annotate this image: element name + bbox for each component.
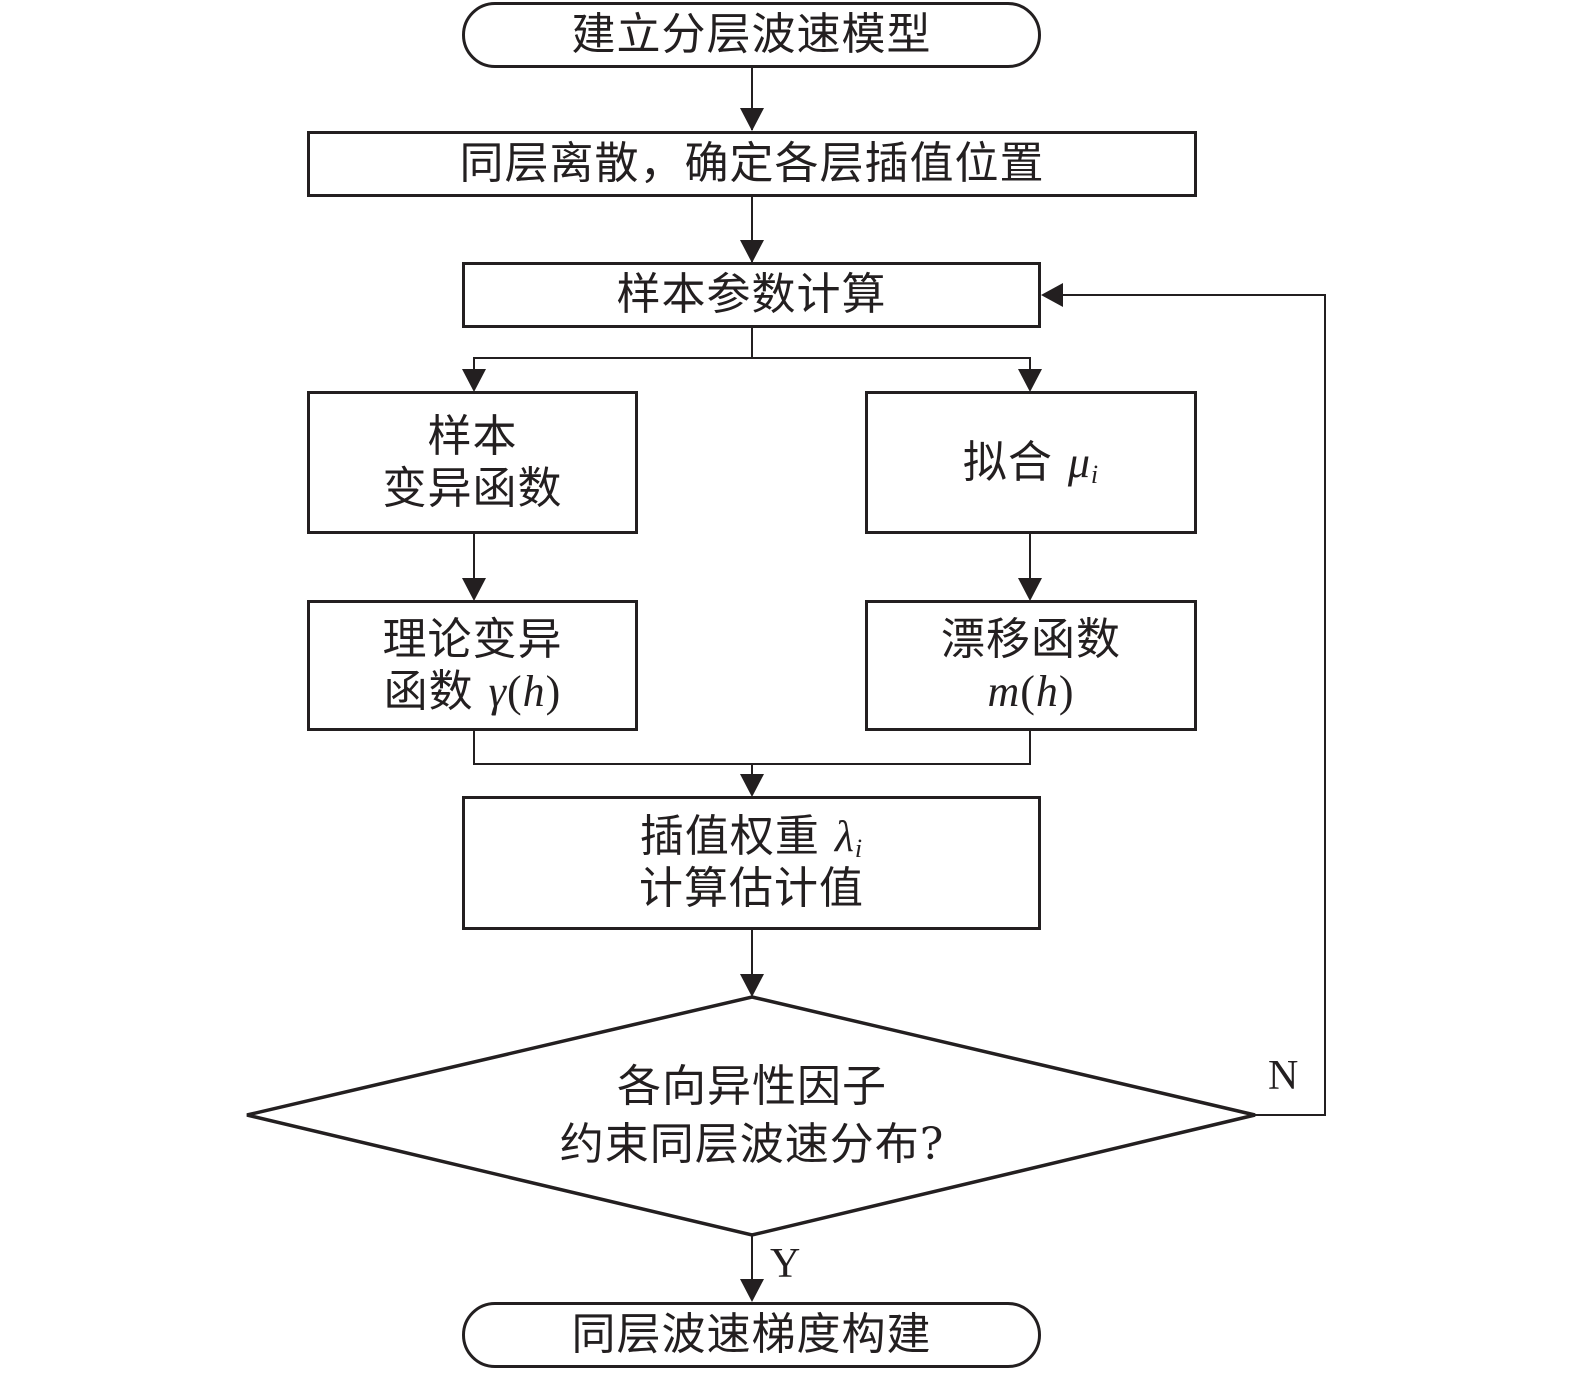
arrowhead: [462, 369, 486, 392]
lambda-subscript: i: [854, 834, 864, 863]
arrowhead: [1018, 369, 1042, 392]
fit-mu-box: 拟合 μi: [865, 391, 1197, 534]
theory-variogram-line2: 函数 γ(h): [384, 666, 562, 718]
merge-connector: [473, 730, 1031, 765]
discretize-box: 同层离散，确定各层插值位置: [307, 131, 1197, 197]
paren-open: (: [1020, 666, 1036, 716]
end-label: 同层波速梯度构建: [571, 1309, 932, 1360]
split-connector-right: [752, 357, 1031, 372]
theory-variogram-box: 理论变异 函数 γ(h): [307, 600, 638, 731]
paren-open: (: [507, 666, 523, 716]
paren-close: ): [545, 666, 562, 716]
start-terminal: 建立分层波速模型: [462, 2, 1041, 68]
arrowhead: [740, 974, 764, 997]
theory-variogram-text: 函数: [383, 665, 489, 717]
end-terminal: 同层波速梯度构建: [462, 1302, 1041, 1368]
yes-branch-label: Y: [770, 1241, 801, 1287]
split-connector: [473, 327, 753, 372]
gamma-function: γ(h): [489, 667, 562, 716]
mu-symbol: μi: [1067, 437, 1100, 489]
weights-line2: 计算估计值: [639, 863, 864, 914]
drift-line1: 漂移函数: [941, 613, 1121, 665]
m-glyph: m: [987, 666, 1021, 716]
discretize-label: 同层离散，确定各层插值位置: [459, 138, 1045, 189]
decision-line2: 约束同层波速分布?: [559, 1119, 945, 1170]
no-branch-label: N: [1268, 1053, 1299, 1099]
fit-mu-text: 拟合: [962, 436, 1068, 488]
lambda-symbol: λi: [834, 812, 864, 863]
weights-line1: 插值权重 λi: [640, 811, 863, 863]
start-label: 建立分层波速模型: [571, 9, 932, 60]
arg-h: h: [522, 666, 546, 716]
arrowhead: [740, 774, 764, 797]
sample-variogram-line2: 变异函数: [382, 462, 563, 514]
arg-h: h: [1035, 666, 1059, 716]
mu-subscript: i: [1090, 459, 1100, 489]
arrowhead: [1018, 578, 1042, 601]
decision-line1: 各向异性因子: [617, 1061, 887, 1112]
fit-mu-label: 拟合 μi: [963, 437, 1099, 489]
theory-variogram-line1: 理论变异: [382, 613, 563, 665]
decision-text: 各向异性因子 约束同层波速分布?: [452, 1058, 1052, 1174]
gamma-glyph: γ: [488, 666, 508, 716]
sample-params-label: 样本参数计算: [616, 269, 887, 320]
feedback-loop-no: [1062, 294, 1326, 1116]
arrowhead: [740, 240, 764, 263]
lambda-glyph: λ: [834, 812, 855, 861]
drift-box: 漂移函数 m(h): [865, 600, 1197, 731]
paren-close: ): [1058, 666, 1075, 716]
arrowhead: [740, 108, 764, 131]
sample-variogram-line1: 样本: [427, 410, 518, 462]
weights-text: 插值权重: [639, 811, 835, 862]
arrowhead: [740, 1279, 764, 1302]
sample-variogram-box: 样本 变异函数: [307, 391, 638, 534]
sample-params-box: 样本参数计算: [462, 262, 1041, 328]
drift-function: m(h): [987, 666, 1074, 718]
arrowhead: [462, 578, 486, 601]
weights-box: 插值权重 λi 计算估计值: [462, 796, 1041, 930]
mu-glyph: μ: [1067, 437, 1091, 487]
arrowhead: [1041, 283, 1063, 307]
